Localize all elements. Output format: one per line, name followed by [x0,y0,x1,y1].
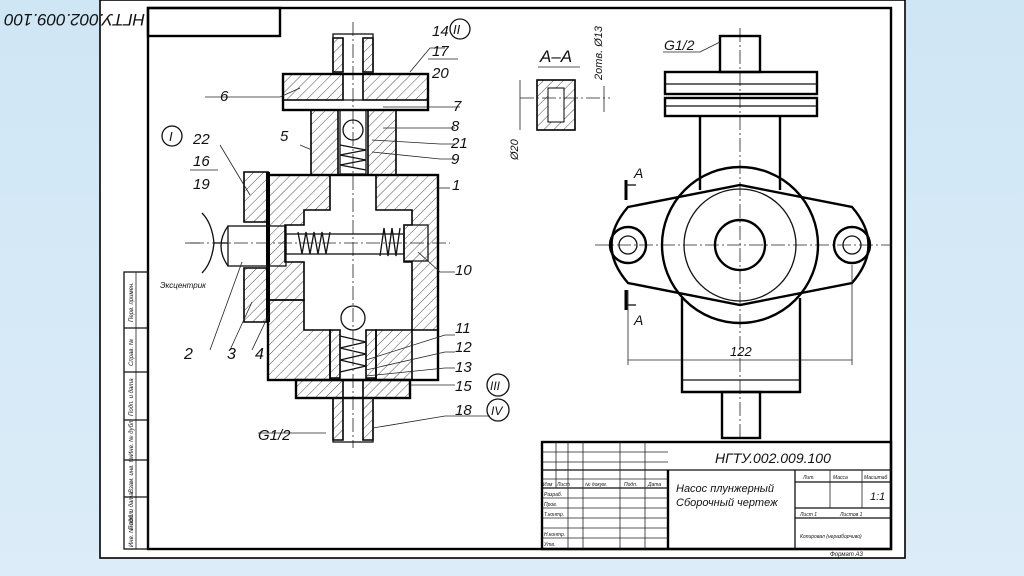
part-numbers: 14 17 20 6 5 7 8 21 9 1 10 11 12 13 15 1… [160,23,472,444]
tb-role-tcontr: Т.контр. [544,512,564,518]
part-4: 4 [255,346,264,363]
dim-outer-diameter: Ø20 [509,138,521,161]
strip-inv-orig: Инв. № подл. [128,510,135,547]
tb-sheet: Лист 1 [799,512,817,518]
marker-III: III [490,379,501,393]
part-9: 9 [451,151,460,168]
tb-code: НГТУ.002.009.100 [715,450,831,466]
tb-sheets: Листов 1 [839,512,863,518]
cut-marker-top: А [633,165,643,181]
thread-label-left: G1/2 [258,427,291,444]
part-13: 13 [455,359,472,376]
strip-inv-dup: Инв. № дубл. [128,419,135,456]
cut-marker-bottom: А [633,312,643,328]
tb-scale-hdr: Масштаб [864,475,888,481]
marker-II: II [453,22,461,37]
part-18: 18 [455,402,472,419]
part-19: 19 [193,176,210,193]
rotated-code-text: НГТУ.002.009.100 [4,10,145,29]
tb-role-ncontr: Н.контр. [544,532,565,538]
leader-lines [185,47,490,434]
tb-format: Формат А3 [830,552,863,558]
part-15: 15 [455,378,472,395]
strip-first-use: Перв. примен. [129,282,135,322]
part-2: 2 [183,346,193,363]
side-strip: Перв. примен. Справ. № Подп. и дата Инв.… [123,271,149,550]
part-11: 11 [455,320,471,337]
side-view: А А 122 G1/2 [595,28,890,445]
tb-scale: 1:1 [870,491,885,503]
tb-role-approve: Утв. [544,542,555,548]
part-20: 20 [431,65,449,82]
thread-label-top: G1/2 [664,37,695,53]
part-6: 6 [220,88,229,105]
dim-122: 122 [730,344,752,359]
part-10: 10 [455,262,472,279]
tb-name-1: Насос плунжерный [676,483,774,495]
marker-I: I [169,129,173,144]
tb-org: Копировал (неразборчиво) [800,534,862,540]
tb-lit: Лит. [802,475,815,481]
part-7: 7 [453,98,462,115]
part-5: 5 [280,128,289,145]
part-1: 1 [452,177,460,194]
tb-hdr-doc: № докум. [585,482,607,488]
section-a-a: А–А 2отв. Ø13 Ø20 [509,25,610,161]
tb-hdr-list: Лист [556,482,570,488]
rotated-code-stamp: НГТУ.002.009.100 [4,6,282,38]
strip-replace-inv: Взам. инв. № [128,455,135,493]
tb-hdr-izm: Изм [543,482,553,488]
part-3: 3 [227,346,236,363]
strip-ref-no: Справ. № [128,338,135,366]
part-12: 12 [455,339,472,356]
title-block: НГТУ.002.009.100 Насос плунжерный Сбороч… [540,440,893,558]
part-16: 16 [193,153,210,170]
tb-name-2: Сборочный чертеж [676,497,778,509]
part-17: 17 [432,43,449,60]
strip-sign-date-1: Подп. и дата [129,378,135,416]
dim-holes: 2отв. Ø13 [593,25,605,81]
marker-IV: IV [491,404,503,418]
part-22: 22 [192,131,210,148]
tb-hdr-date: Дата [647,482,661,488]
part-21: 21 [450,135,468,152]
tb-role-dev: Разраб. [544,492,562,498]
part-14: 14 [432,23,449,40]
section-title: А–А [539,47,572,66]
main-section-view [190,22,450,448]
view-markers: II I III IV [161,18,510,422]
tb-role-check: Пров. [544,502,557,508]
tb-mass: Масса [833,475,848,481]
eccentric-label: Эксцентрик [160,281,207,290]
strip-sign-date-2: Подп. и дата [129,492,135,530]
tb-hdr-sign: Подп. [624,482,637,488]
part-8: 8 [451,118,460,135]
